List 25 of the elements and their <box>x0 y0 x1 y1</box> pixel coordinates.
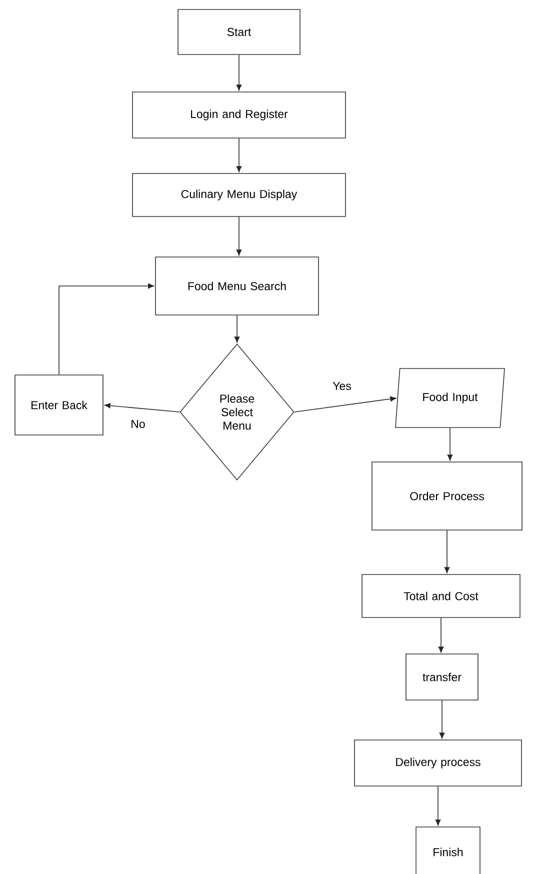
arrow <box>104 402 180 412</box>
arrow <box>236 54 242 91</box>
process-box: Enter Back <box>14 374 104 436</box>
input-parallelogram: Food Input <box>395 368 505 428</box>
arrow <box>236 216 242 256</box>
edge-label: Yes <box>332 381 352 392</box>
arrow <box>444 530 450 574</box>
arrow <box>236 138 242 172</box>
process-box: Finish <box>416 826 480 874</box>
arrow <box>58 283 154 375</box>
arrow <box>439 700 445 739</box>
arrow <box>234 315 240 343</box>
process-box: Order Process <box>372 462 522 530</box>
process-box: Start <box>178 9 300 55</box>
edge-label: No <box>130 419 146 430</box>
arrow <box>447 428 453 461</box>
arrow <box>294 396 396 412</box>
process-box: Login and Register <box>132 92 346 138</box>
process-box: Food Menu Search <box>155 256 319 316</box>
process-box: Total and Cost <box>362 574 520 618</box>
process-box: transfer <box>406 654 478 700</box>
arrow <box>438 618 444 653</box>
arrow <box>435 786 441 826</box>
process-box: Delivery process <box>354 740 522 786</box>
process-box: Culinary Menu Display <box>132 173 346 217</box>
